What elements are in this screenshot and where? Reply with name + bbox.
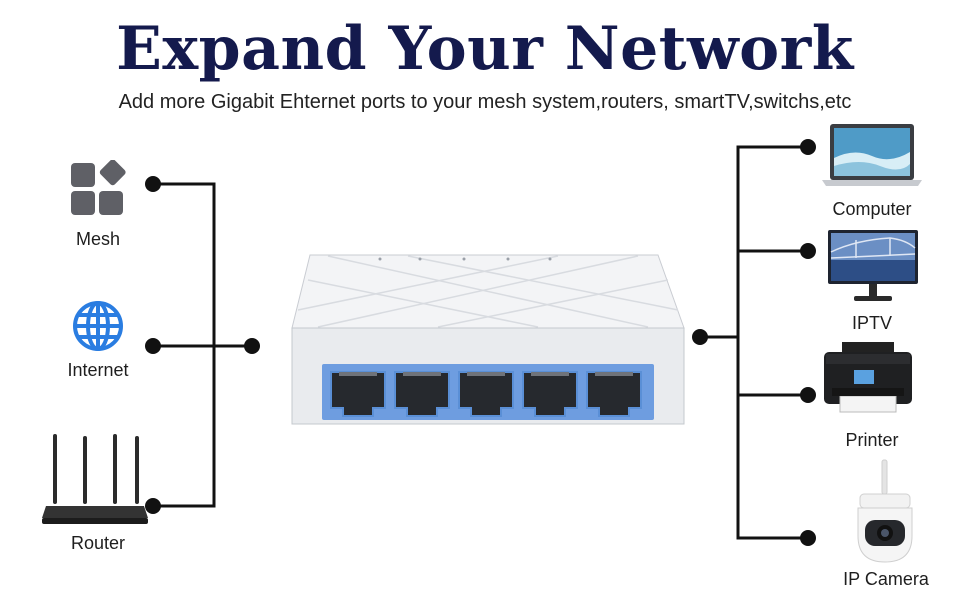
device-label-internet: Internet [67, 360, 129, 380]
page-subtitle: Add more Gigabit Ehternet ports to your … [118, 91, 852, 113]
monitor-icon [828, 230, 918, 301]
printer-icon [824, 342, 912, 413]
device-label-router: Router [70, 533, 126, 553]
ethernet-switch-icon [291, 254, 685, 425]
ethernet-ports [330, 371, 642, 417]
device-label-ip-camera: IP Camera [843, 569, 929, 589]
globe-icon [73, 301, 123, 351]
mesh-icon [71, 160, 126, 215]
security-camera-icon [857, 459, 913, 563]
device-label-iptv: IPTV [851, 313, 892, 333]
device-label-printer: Printer [845, 430, 899, 450]
page-title: Expand Your Network [116, 14, 854, 84]
laptop-icon [822, 124, 922, 186]
device-label-computer: Computer [832, 199, 912, 219]
router-icon [42, 434, 148, 524]
device-label-mesh: Mesh [75, 229, 120, 249]
